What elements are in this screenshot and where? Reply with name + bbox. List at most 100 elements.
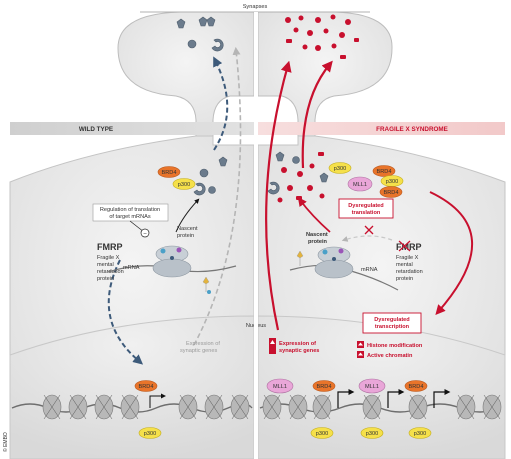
fx-p300-nucleus-3: p300 xyxy=(408,427,432,439)
fx-p300-nucleus-2: p300 xyxy=(360,427,384,439)
fx-tss-arrow-3 xyxy=(433,389,451,408)
fx-ribosome xyxy=(289,246,399,291)
wt-fmrp-desc-4: protein xyxy=(97,276,114,282)
fx-brd4-nuc-label-1: BRD4 xyxy=(317,384,332,390)
wt-tss-arrow xyxy=(149,393,166,408)
wild-type-label: WILD TYPE xyxy=(79,126,113,133)
wt-expression-2: synaptic genes xyxy=(180,348,218,354)
fx-fmrp-desc-4: protein xyxy=(396,276,413,282)
fx-active-chromatin-text: Active chromatin xyxy=(367,353,413,359)
wt-chromatin xyxy=(11,393,253,420)
fx-red-arrow-brd4-to-nucleus xyxy=(429,191,473,316)
fx-p300-label-1: p300 xyxy=(334,166,346,172)
fx-histone-modification: Histone modification xyxy=(357,341,423,349)
wt-regulation-line2: of target mRNAs xyxy=(109,214,151,220)
fx-histone-text: Histone modification xyxy=(367,343,423,349)
wt-brd4-cytoplasm: BRD4 xyxy=(157,166,181,178)
fx-dysreg-transcription-2: transcription xyxy=(375,324,410,330)
wt-regulation-connector xyxy=(129,220,145,233)
fx-p300-nuc-label-2: p300 xyxy=(366,431,378,437)
fx-mll1-nucleus-2: MLL1 xyxy=(358,378,386,394)
wt-p300-cytoplasm: p300 xyxy=(172,178,196,190)
fx-mrna-label: mRNA xyxy=(361,267,378,273)
fx-nascent-2: protein xyxy=(308,239,328,245)
fx-p300-nucleus-1: p300 xyxy=(310,427,334,439)
wt-nascent-2: protein xyxy=(177,233,194,239)
wt-inhibition-marker: − xyxy=(140,228,150,238)
fx-dysreg-transcription-1: Dysregulated xyxy=(374,317,410,323)
fx-mll1-nucleus-1: MLL1 xyxy=(266,378,294,394)
wt-mrna-label: mRNA xyxy=(123,265,140,271)
fx-chromatin xyxy=(259,389,502,420)
fx-p300-nuc-label-3: p300 xyxy=(414,431,426,437)
fx-tss-arrow-2 xyxy=(387,389,405,408)
nucleus-left xyxy=(9,315,255,459)
wt-regulation-line1: Regulation of translation xyxy=(100,207,160,213)
fx-trna xyxy=(296,250,304,266)
fx-p300-cytoplasm-right: p300 xyxy=(380,175,404,187)
fx-grey-dashed-missing-fmrp xyxy=(341,235,393,242)
fragile-x-band xyxy=(258,122,505,135)
spine-right xyxy=(257,11,393,139)
wt-brd4-nucleus: BRD4 xyxy=(134,380,158,392)
wt-dashed-arrow-to-nucleus xyxy=(107,259,144,365)
fx-dysreg-translation-2: translation xyxy=(352,210,381,216)
wt-fmrp-title: FMRP xyxy=(97,242,123,252)
wt-dashed-arrow-to-synapse xyxy=(213,56,229,151)
fragile-x-label: FRAGILE X SYNDROME xyxy=(376,126,448,133)
fx-mll1-nuc-label-1: MLL1 xyxy=(273,384,287,390)
fx-expression-2: synaptic genes xyxy=(279,348,319,354)
wt-brd4-nuc-label: BRD4 xyxy=(139,384,154,390)
fx-p300-cytoplasm-left: p300 xyxy=(328,162,352,174)
synapses-label: Synapses xyxy=(243,4,268,10)
wt-nascent-1: Nascent xyxy=(177,226,198,232)
wt-p300-label: p300 xyxy=(178,182,190,188)
wt-arrow-ribosome-to-protein xyxy=(175,198,200,233)
fx-synaptic-proteins xyxy=(285,14,359,59)
fx-tss-arrow-1 xyxy=(337,389,355,408)
fx-red-arrow-protein-to-synapse xyxy=(301,60,333,169)
fx-brd4-nuc-label-2: BRD4 xyxy=(409,384,424,390)
wt-cytoplasm-proteins xyxy=(193,156,228,196)
wt-regulation-box: Regulation of translation of target mRNA… xyxy=(92,203,169,222)
fx-red-arrow-expression-to-synapse xyxy=(265,60,292,331)
wt-trna xyxy=(202,276,211,294)
wt-p300-nucleus: p300 xyxy=(138,427,162,439)
wt-fmrp-desc-1: Fragile X xyxy=(97,255,120,261)
fx-brd4-label-2: BRD4 xyxy=(384,190,399,196)
fx-mll1-cytoplasm: MLL1 xyxy=(347,176,373,192)
wt-grey-arrow-to-synapse xyxy=(193,46,242,346)
fx-red-x-mark xyxy=(364,225,374,235)
fx-dysregulated-translation-box: Dysregulated translation xyxy=(338,198,394,219)
fx-fmrp-absent: FMRP Fragile X mental retardation protei… xyxy=(396,240,423,282)
credit-label: © EMBO xyxy=(2,432,9,452)
fx-expression-1: Expression of xyxy=(279,341,316,347)
fx-red-arrow-ribosome-to-protein xyxy=(297,197,331,233)
fx-fmrp-desc-2: mental xyxy=(396,262,413,268)
fx-p300-nuc-label-1: p300 xyxy=(316,431,328,437)
fx-brd4-nucleus-2: BRD4 xyxy=(404,380,428,392)
wt-p300-nuc-label: p300 xyxy=(144,431,156,437)
fx-brd4-label-1: BRD4 xyxy=(377,169,392,175)
fx-fmrp-title: FMRP xyxy=(396,242,422,252)
fx-mll1-label-1: MLL1 xyxy=(353,182,367,188)
fx-brd4-cytoplasm-bottom: BRD4 xyxy=(379,186,403,198)
wt-synaptic-proteins xyxy=(176,16,224,52)
wt-fmrp-desc-3: retardation xyxy=(97,269,124,275)
wt-minus-sign: − xyxy=(143,231,147,238)
fx-p300-label-2: p300 xyxy=(386,179,398,185)
fx-expression-box: Expression of synaptic genes xyxy=(269,338,319,354)
spine-left xyxy=(117,11,255,139)
fx-mll1-nuc-label-2: MLL1 xyxy=(365,384,379,390)
wt-expression-1: Expression of xyxy=(186,341,220,347)
fx-nascent-1: Nascent xyxy=(306,232,328,238)
wt-ribosome xyxy=(107,245,237,278)
fx-dysregulated-transcription-box: Dysregulated transcription xyxy=(362,312,422,334)
fx-brd4-nucleus-1: BRD4 xyxy=(312,380,336,392)
fx-dysreg-translation-1: Dysregulated xyxy=(348,203,384,209)
wt-fmrp-desc-2: mental xyxy=(97,262,114,268)
fx-fmrp-desc-3: retardation xyxy=(396,269,423,275)
fx-fmrp-desc-1: Fragile X xyxy=(396,255,419,261)
wt-brd4-label: BRD4 xyxy=(162,170,177,176)
fx-active-chromatin: Active chromatin xyxy=(357,351,413,359)
